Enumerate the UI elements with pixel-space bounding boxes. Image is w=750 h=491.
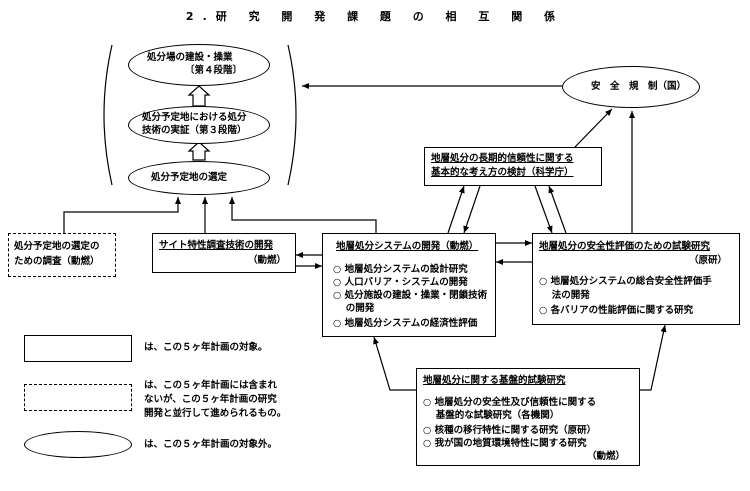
survey-box: 処分予定地の選定の ための調査（動燃） bbox=[8, 233, 116, 277]
survey-line2: ための調査（動燃） bbox=[14, 256, 100, 267]
stage4-node: 処分場の建設・操業 〔第４段階〕 bbox=[128, 44, 270, 86]
basic-research-box: 地層処分に関する基盤的試験研究 ○ 地層処分の安全性及び信頼性に関する 基盤的な… bbox=[416, 368, 640, 466]
arrow-concept-to-system bbox=[463, 185, 481, 234]
legend-dashed-text: は、この５ヶ年計画には含まれ bbox=[144, 380, 278, 391]
legend-dashed-text: 開発と並行して進められるもの。 bbox=[144, 408, 287, 419]
safety-eval-org: （原研） bbox=[689, 255, 728, 266]
legend-ellipse-text: は、この５ヶ年計画の対象外。 bbox=[144, 439, 278, 450]
safety-eval-item: 法の開発 bbox=[539, 290, 590, 301]
basic-research-item: ○ 地層処分の安全性及び信頼性に関する bbox=[423, 397, 597, 408]
safety-eval-item: ○ 地層処分システムの総合安全性評価手 bbox=[539, 276, 712, 287]
safety-regulation-label: 安 全 規 制（国） bbox=[591, 81, 687, 92]
arrow-system-to-selection bbox=[229, 197, 377, 233]
system-dev-item: の開発 bbox=[333, 303, 375, 314]
safety-eval-header: 地層処分の安全性評価のための試験研究 bbox=[539, 241, 711, 252]
stage-up-arrow-2 bbox=[187, 141, 211, 161]
arrow-concept-to-regulation bbox=[574, 108, 613, 148]
safety-regulation-node: 安 全 規 制（国） bbox=[562, 66, 700, 108]
selection-label: 処分予定地の選定 bbox=[151, 172, 228, 183]
safety-eval-item: ○ 各バリアの性能評価に関する研究 bbox=[539, 305, 694, 316]
survey-line1: 処分予定地の選定の bbox=[14, 241, 100, 252]
system-dev-item: ○ 地層処分システムの経済性評価 bbox=[333, 318, 478, 329]
arrow-basic-to-system bbox=[373, 336, 419, 391]
legend-dashed-swatch bbox=[24, 384, 132, 411]
diagram-title: 2.研 究 開 発 課 題 の 相 互 関 係 bbox=[185, 10, 565, 23]
basic-research-item: 基盤的な試験研究（各機関） bbox=[423, 410, 560, 421]
arrow-concept-to-safetyeval bbox=[534, 185, 553, 234]
stage3-line2: 技術の実証（第３段階） bbox=[142, 125, 247, 136]
left-bracket bbox=[103, 44, 113, 186]
arrow-system-to-concept bbox=[447, 185, 465, 234]
system-dev-box: 地層処分システムの開発（動燃） ○ 地層処分システムの設計研究 ○ 人口バリア・… bbox=[322, 233, 496, 337]
stage4-line1: 処分場の建設・操業 bbox=[147, 52, 233, 63]
legend-solid-swatch bbox=[24, 335, 132, 362]
right-bracket bbox=[287, 44, 297, 186]
stage-up-arrow-1 bbox=[187, 85, 211, 107]
arrow-survey-to-selection bbox=[63, 197, 181, 233]
basic-research-header: 地層処分に関する基盤的試験研究 bbox=[423, 375, 566, 386]
selection-node: 処分予定地の選定 bbox=[128, 161, 270, 195]
legend-dashed-text: ないが、この５ヶ年計画の研究 bbox=[144, 394, 277, 405]
legend-solid-text: は、この５ヶ年計画の対象。 bbox=[144, 342, 268, 353]
stage3-line1: 処分予定地における処分 bbox=[142, 112, 247, 123]
basic-concept-line2: 基本的な考え方の検討（科学庁） bbox=[431, 167, 574, 178]
stage3-node: 処分予定地における処分 技術の実証（第３段階） bbox=[128, 106, 270, 144]
basic-research-item: ○ 我が国の地質環境特性に関する研究 bbox=[423, 438, 587, 449]
arrow-safetyeval-to-concept bbox=[548, 185, 567, 234]
basic-concept-line1: 地層処分の長期的信頼性に関する bbox=[431, 153, 574, 164]
basic-concept-box: 地層処分の長期的信頼性に関する 基本的な考え方の検討（科学庁） bbox=[424, 147, 602, 186]
site-tech-line2: （動燃） bbox=[248, 255, 287, 266]
safety-eval-box: 地層処分の安全性評価のための試験研究 （原研） ○ 地層処分システムの総合安全性… bbox=[532, 233, 740, 325]
site-tech-box: サイト特性調査技術の開発 （動燃） bbox=[152, 233, 296, 273]
system-dev-header: 地層処分システムの開発（動燃） bbox=[336, 241, 479, 252]
system-dev-item: ○ 人口バリア・システムの開発 bbox=[333, 277, 468, 288]
system-dev-item: ○ 処分施設の建設・操業・閉鎖技術 bbox=[333, 290, 488, 301]
legend-ellipse-swatch bbox=[24, 431, 132, 458]
basic-research-item: ○ 核種の移行特性に関する研究（原研） bbox=[423, 425, 597, 436]
site-tech-line1: サイト特性調査技術の開発 bbox=[159, 240, 274, 251]
basic-research-org: （動燃） bbox=[587, 451, 626, 462]
stage4-line2: 〔第４段階〕 bbox=[185, 65, 243, 76]
system-dev-item: ○ 地層処分システムの設計研究 bbox=[333, 264, 468, 275]
arrow-basic-to-safetyeval bbox=[639, 324, 667, 391]
